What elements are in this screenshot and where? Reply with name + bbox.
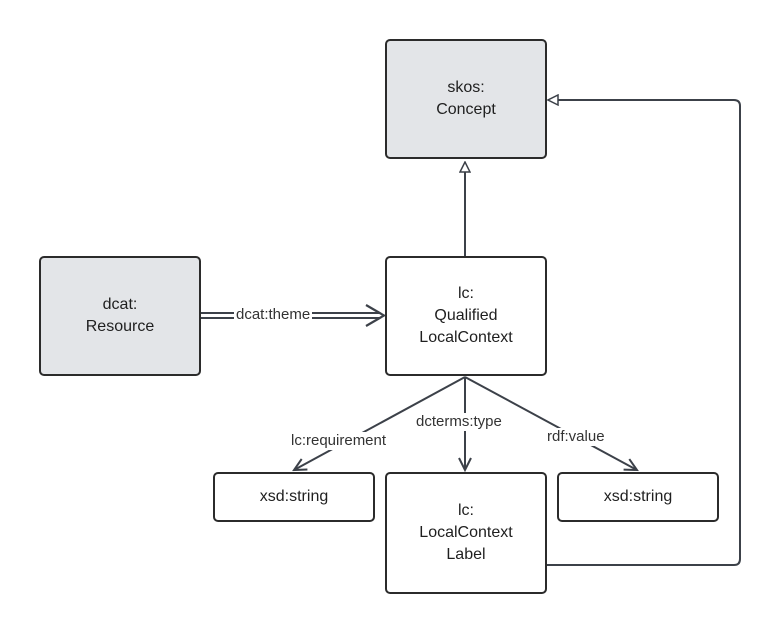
- node-local-context-label[interactable]: lc: LocalContext Label: [385, 472, 547, 594]
- node-lcl-line2: LocalContext: [419, 524, 513, 541]
- node-xsd-string-right[interactable]: xsd:string: [557, 472, 719, 522]
- node-dcat-resource[interactable]: dcat: Resource: [39, 256, 201, 376]
- subclass-edge-label-to-concept: [546, 100, 741, 566]
- node-skos-concept[interactable]: skos: Concept: [385, 39, 547, 159]
- node-dcat-resource-line2: Resource: [85, 318, 155, 335]
- edge-label-value: rdf:value: [545, 428, 607, 446]
- node-skos-concept-line1: skos:: [447, 79, 485, 96]
- node-xsd-string-right-label: xsd:string: [603, 488, 673, 505]
- node-qualified-line1: lc:: [457, 285, 474, 302]
- edge-label-requirement: lc:requirement: [289, 432, 389, 450]
- edge-label-type: dcterms:type: [414, 413, 504, 431]
- node-qualified-local-context[interactable]: lc: Qualified LocalContext: [385, 256, 547, 376]
- value-edge: [464, 376, 637, 470]
- node-dcat-resource-line1: dcat:: [102, 296, 138, 313]
- node-xsd-string-left-label: xsd:string: [259, 488, 329, 505]
- node-skos-concept-line2: Concept: [436, 101, 496, 118]
- node-lcl-line1: lc:: [457, 502, 474, 519]
- theme-edge-arrowhead: [365, 304, 387, 327]
- node-lcl-line3: Label: [446, 546, 486, 563]
- node-xsd-string-left[interactable]: xsd:string: [213, 472, 375, 522]
- edge-label-theme: dcat:theme: [234, 306, 313, 324]
- requirement-edge: [294, 376, 466, 470]
- node-qualified-line3: LocalContext: [419, 329, 513, 346]
- node-qualified-line2: Qualified: [434, 307, 498, 324]
